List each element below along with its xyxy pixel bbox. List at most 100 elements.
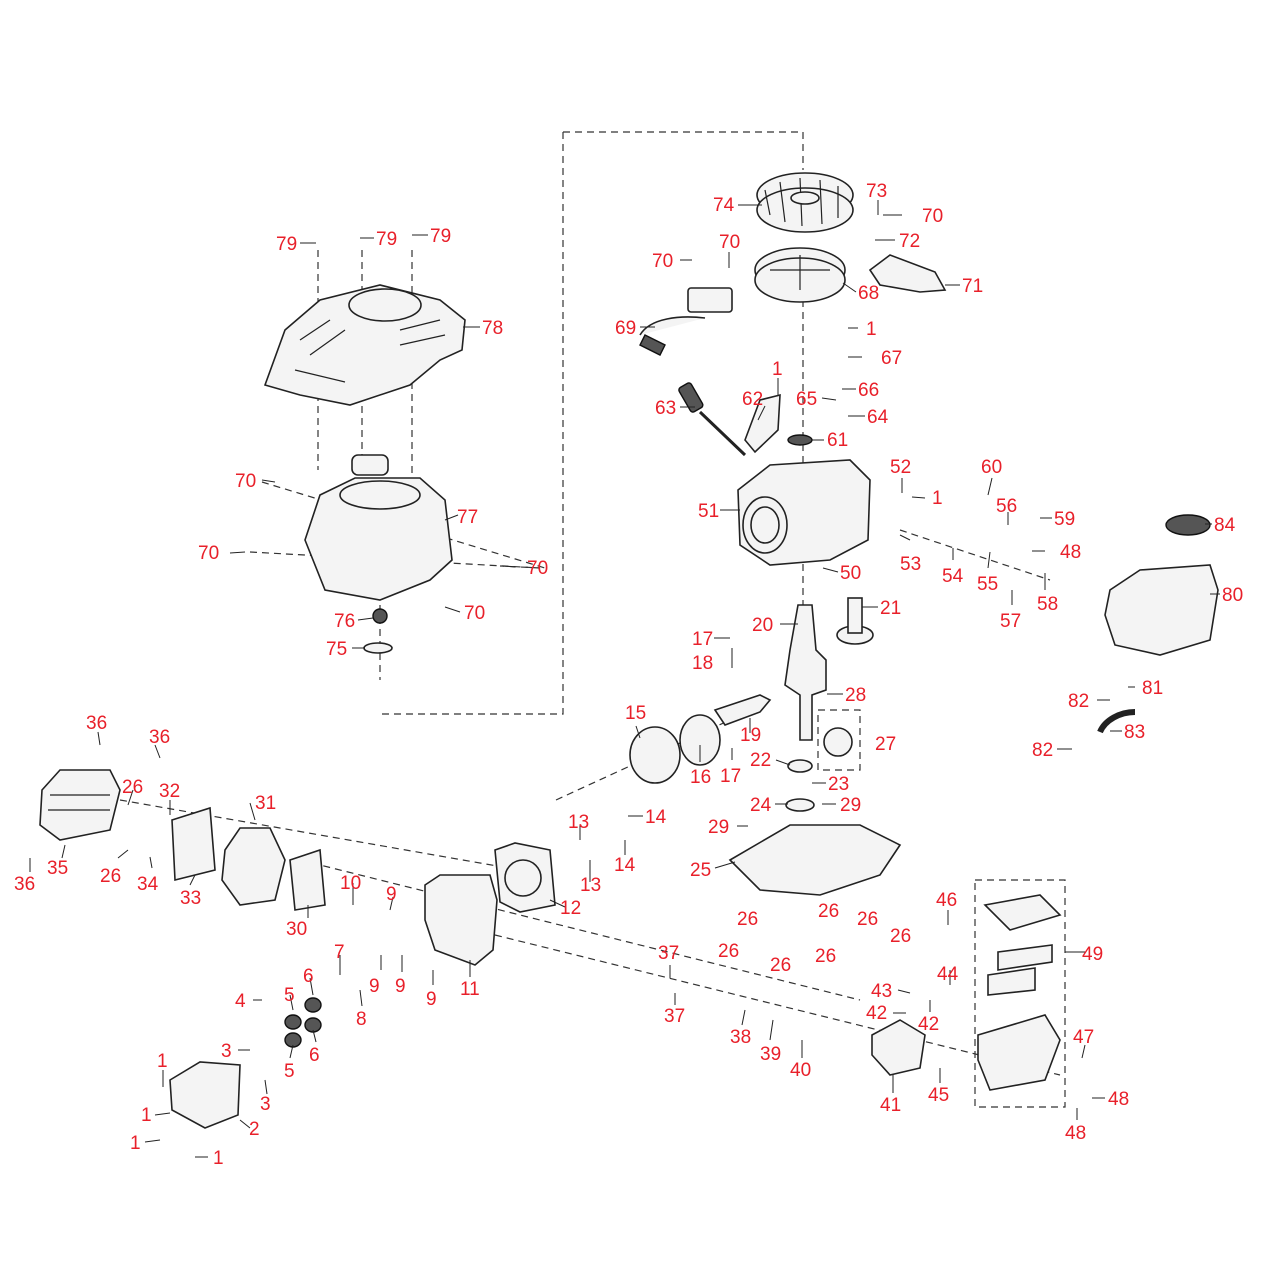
part-label-26: 26 (718, 941, 739, 962)
part-label-64: 64 (867, 407, 889, 428)
part-label-68: 68 (858, 283, 879, 304)
part-label-26: 26 (100, 866, 121, 887)
ignition-coil (639, 287, 733, 356)
head-gasket (494, 842, 556, 913)
part-label-81: 81 (1142, 678, 1163, 699)
part-label-9: 9 (369, 976, 380, 997)
part-label-38: 38 (730, 1027, 751, 1048)
part-label-58: 58 (1037, 594, 1058, 615)
part-label-26: 26 (857, 909, 878, 930)
part-label-66: 66 (858, 380, 879, 401)
part-label-78: 78 (482, 318, 503, 339)
part-label-63: 63 (655, 398, 676, 419)
part-label-70: 70 (235, 471, 256, 492)
part-label-65: 65 (796, 389, 817, 410)
part-label-74: 74 (713, 195, 735, 216)
part-label-28: 28 (845, 685, 866, 706)
part-label-57: 57 (1000, 611, 1021, 632)
oil-sump (728, 824, 902, 896)
part-label-53: 53 (900, 554, 921, 575)
part-label-48: 48 (1060, 542, 1081, 563)
part-label-79: 79 (276, 234, 297, 255)
part-label-29: 29 (708, 817, 729, 838)
part-label-23: 23 (828, 774, 849, 795)
part-label-70: 70 (198, 543, 219, 564)
part-label-26: 26 (815, 946, 836, 967)
part-label-6: 6 (303, 966, 314, 987)
part-label-5: 5 (284, 985, 295, 1006)
part-label-47: 47 (1073, 1027, 1094, 1048)
part-label-59: 59 (1054, 509, 1075, 530)
part-label-13: 13 (580, 875, 601, 896)
part-label-13: 13 (568, 812, 589, 833)
part-label-70: 70 (652, 251, 673, 272)
part-label-20: 20 (752, 615, 773, 636)
cylinder-head (424, 874, 498, 966)
part-label-70: 70 (719, 232, 740, 253)
part-label-36: 36 (86, 713, 107, 734)
part-label-44: 44 (937, 964, 959, 985)
part-label-79: 79 (430, 226, 451, 247)
part-label-27: 27 (875, 734, 896, 755)
part-label-34: 34 (137, 874, 159, 895)
part-label-3: 3 (221, 1041, 232, 1062)
part-label-26: 26 (737, 909, 758, 930)
part-label-37: 37 (664, 1006, 685, 1027)
part-label-11: 11 (460, 979, 480, 1000)
part-label-14: 14 (614, 855, 636, 876)
part-label-39: 39 (760, 1044, 781, 1065)
part-label-70: 70 (464, 603, 485, 624)
part-label-41: 41 (880, 1095, 901, 1116)
part-label-56: 56 (996, 496, 1017, 517)
part-label-32: 32 (159, 781, 180, 802)
part-label-14: 14 (645, 807, 667, 828)
part-label-31: 31 (255, 793, 276, 814)
leader-lines (29, 200, 1220, 1158)
part-label-17: 17 (692, 629, 713, 650)
carburetor (871, 1019, 926, 1076)
part-label-19: 19 (740, 725, 761, 746)
part-label-46: 46 (936, 890, 957, 911)
part-label-52: 52 (890, 457, 911, 478)
part-label-18: 18 (692, 653, 713, 674)
part-label-40: 40 (790, 1060, 811, 1081)
fuel-tank (1097, 514, 1219, 734)
part-label-9: 9 (426, 989, 437, 1010)
part-label-9: 9 (386, 884, 397, 905)
part-label-50: 50 (840, 563, 861, 584)
camshaft (836, 597, 874, 645)
part-label-49: 49 (1082, 944, 1103, 965)
muffler-heat-shield (39, 769, 121, 841)
valve-cover (169, 1061, 241, 1129)
part-label-43: 43 (871, 981, 892, 1002)
part-label-48: 48 (1108, 1089, 1129, 1110)
part-label-17: 17 (720, 766, 741, 787)
part-label-7: 7 (334, 942, 345, 963)
flywheel-fan-plate (754, 247, 846, 303)
part-label-62: 62 (742, 389, 763, 410)
part-label-75: 75 (326, 639, 347, 660)
part-label-21: 21 (880, 598, 901, 619)
part-label-60: 60 (981, 457, 1002, 478)
part-label-15: 15 (625, 703, 646, 724)
breather-plate (744, 393, 781, 454)
part-number-labels: 79 79 79 78 70 77 70 70 70 76 75 74 73 7… (14, 181, 1243, 1169)
part-label-33: 33 (180, 888, 201, 909)
part-label-77: 77 (457, 507, 478, 528)
piston-and-rings (629, 714, 721, 784)
part-label-1: 1 (866, 319, 877, 340)
part-label-29: 29 (840, 795, 861, 816)
part-label-84: 84 (1214, 515, 1236, 536)
part-label-79: 79 (376, 229, 397, 250)
part-label-4: 4 (235, 991, 246, 1012)
part-label-12: 12 (560, 898, 581, 919)
part-label-8: 8 (356, 1009, 367, 1030)
part-label-1: 1 (932, 488, 943, 509)
part-label-26: 26 (818, 901, 839, 922)
exhaust-heat-plate (289, 848, 326, 911)
part-label-42: 42 (918, 1014, 939, 1035)
part-label-61: 61 (827, 430, 848, 451)
governor-gear (785, 727, 853, 812)
part-label-51: 51 (698, 501, 719, 522)
connecting-rod (713, 694, 772, 726)
